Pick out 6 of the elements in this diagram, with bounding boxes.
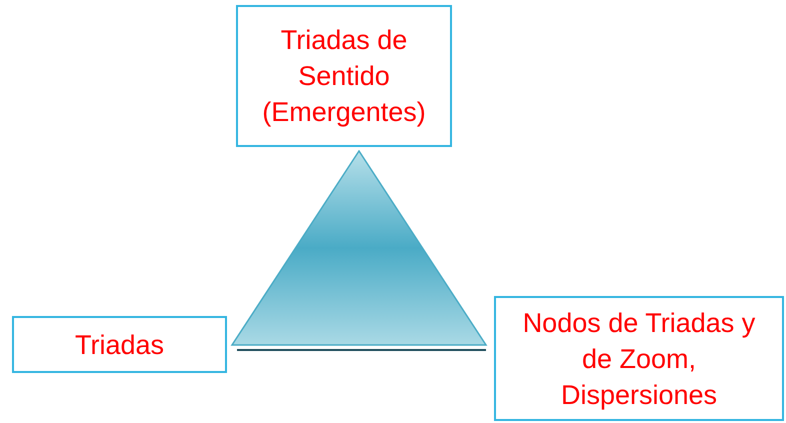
text-box	[494, 296, 784, 421]
box-label: Nodos de Triadas y de Zoom, Dispersiones	[522, 306, 756, 412]
text-box	[12, 316, 227, 373]
text-box	[236, 5, 452, 147]
box-label: Triadas de Sentido (Emergentes)	[261, 24, 427, 129]
box-label: Triadas	[74, 328, 164, 362]
